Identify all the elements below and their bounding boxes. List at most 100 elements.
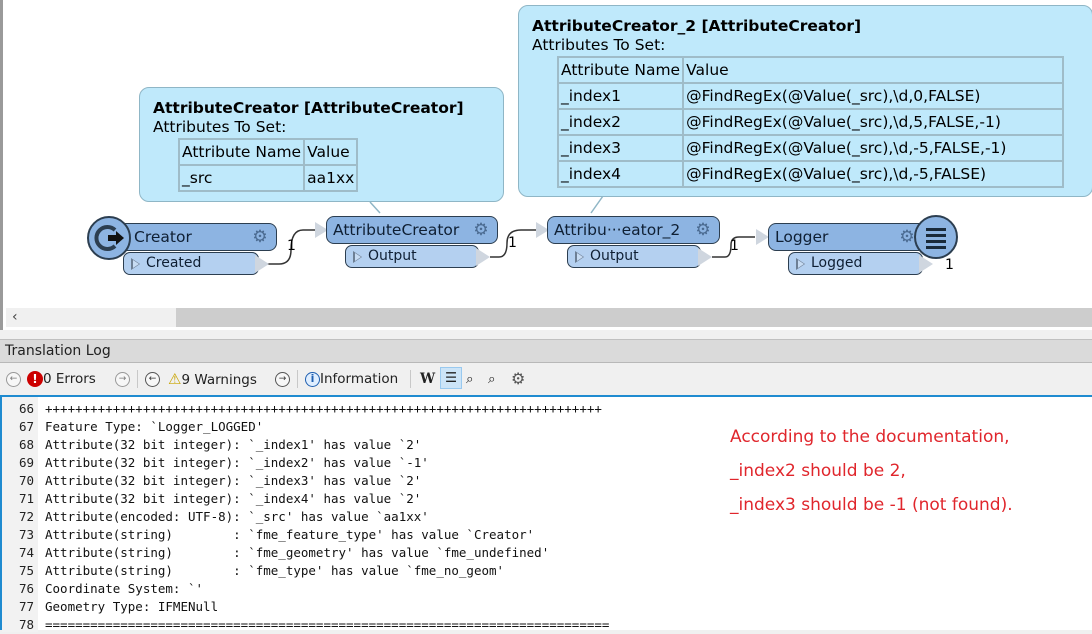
- settings-gear-icon[interactable]: ⚙: [511, 369, 526, 388]
- output-port-connector[interactable]: [476, 248, 490, 266]
- line-number: 76: [18, 581, 34, 596]
- table-header-row: Attribute Name Value: [556, 56, 1065, 84]
- log-line-text: Attribute(32 bit integer): `_index3' has…: [45, 473, 422, 488]
- output-port-connector[interactable]: [255, 255, 269, 273]
- annotation-line: _index3 should be -1 (not found).: [730, 495, 1013, 515]
- scrollbar-thumb[interactable]: [176, 308, 1092, 327]
- logger-list-icon: [914, 215, 958, 259]
- warning-icon: ⚠: [168, 370, 182, 388]
- arrow-right-icon: →: [115, 371, 130, 387]
- next-error-button[interactable]: →: [115, 369, 130, 389]
- log-line-text: Feature Type: `Logger_LOGGED': [45, 419, 264, 434]
- toolbar-divider: [410, 370, 411, 388]
- output-port-created[interactable]: Created: [123, 252, 259, 275]
- tooltip-attributecreator: AttributeCreator [AttributeCreator] Attr…: [139, 87, 504, 202]
- port-label: Created: [146, 255, 202, 271]
- transformer-label: Creator: [134, 228, 192, 246]
- find-icon[interactable]: ⌕: [466, 371, 474, 387]
- log-line: 78 ======================================…: [2, 616, 702, 634]
- tooltip-attributecreator-2: AttributeCreator_2 [AttributeCreator] At…: [518, 5, 1092, 197]
- tooltip-title: AttributeCreator [AttributeCreator]: [153, 99, 464, 117]
- error-icon: !: [27, 371, 43, 387]
- toolbar-divider: [137, 370, 138, 388]
- line-number: 72: [18, 509, 34, 524]
- warnings-filter-button[interactable]: ⚠9 Warnings: [168, 369, 257, 389]
- annotation-line: According to the documentation,: [730, 427, 1010, 447]
- log-line-text: ++++++++++++++++++++++++++++++++++++++++…: [45, 401, 602, 416]
- gear-icon[interactable]: ⚙: [252, 227, 268, 247]
- connection-attributecreator-to-attributecreator2: [490, 229, 536, 258]
- output-port-output[interactable]: Output: [345, 245, 479, 268]
- attribute-value-cell: @FindRegEx(@Value(_src),\d,5,FALSE,-1): [682, 108, 1065, 136]
- expand-triangle-icon[interactable]: [575, 251, 584, 263]
- line-number: 77: [18, 599, 34, 614]
- connection-creator-to-attributecreator: [267, 229, 315, 265]
- info-icon: i: [305, 371, 320, 387]
- expand-triangle-icon[interactable]: [353, 251, 362, 263]
- input-port-connector[interactable]: [756, 229, 769, 245]
- line-number: 70: [18, 473, 34, 488]
- transformer-creator[interactable]: Creator ⚙: [109, 223, 277, 251]
- table-row: _src aa1xx: [177, 164, 359, 192]
- feature-count: 1: [508, 235, 517, 251]
- warnings-label: 9 Warnings: [181, 372, 257, 388]
- find-next-icon[interactable]: ⌕: [488, 371, 496, 387]
- port-label: Logged: [811, 255, 863, 271]
- output-port-logged[interactable]: Logged: [788, 252, 923, 275]
- connection-attributecreator2-to-logger: [712, 236, 755, 258]
- previous-warning-button[interactable]: ←: [145, 369, 160, 389]
- line-number-gutter: [2, 397, 38, 632]
- errors-label: 0 Errors: [43, 371, 96, 387]
- output-port-connector[interactable]: [698, 248, 712, 266]
- attributes-table: Attribute Name Value _index1 @FindRegEx(…: [556, 56, 1065, 188]
- column-header-attribute-name: Attribute Name: [177, 138, 306, 166]
- attribute-name-cell: _index4: [556, 160, 685, 188]
- word-wrap-icon[interactable]: W: [420, 371, 436, 387]
- log-text-view[interactable]: 66++++++++++++++++++++++++++++++++++++++…: [0, 395, 1092, 632]
- log-line-text: ========================================…: [45, 617, 610, 632]
- attribute-name-cell: _index3: [556, 134, 685, 162]
- table-row: _index2 @FindRegEx(@Value(_src),\d,5,FAL…: [556, 108, 1065, 136]
- log-line-text: Attribute(string) : `fme_type' has value…: [45, 563, 505, 578]
- workspace-canvas[interactable]: AttributeCreator [AttributeCreator] Attr…: [0, 0, 1092, 330]
- log-line-text: Attribute(32 bit integer): `_index4' has…: [45, 491, 422, 506]
- attributes-table: Attribute Name Value _src aa1xx: [177, 138, 359, 192]
- log-line: 70 Attribute(32 bit integer): `_index3' h…: [2, 472, 702, 490]
- output-port-connector[interactable]: [919, 255, 933, 273]
- log-line-text: Coordinate System: `': [45, 581, 204, 596]
- gear-icon[interactable]: ⚙: [473, 220, 489, 240]
- tooltip-pointer-1: [369, 201, 381, 214]
- previous-error-button[interactable]: ←: [6, 369, 21, 389]
- attribute-value-cell: @FindRegEx(@Value(_src),\d,0,FALSE): [682, 82, 1065, 110]
- transformer-label: Logger: [775, 228, 829, 246]
- gear-icon[interactable]: ⚙: [695, 220, 711, 240]
- tooltip-subtitle: Attributes To Set:: [153, 118, 287, 136]
- horizontal-scrollbar[interactable]: ‹: [6, 308, 1092, 327]
- table-header-row: Attribute Name Value: [177, 138, 359, 166]
- transformer-attributecreator-2[interactable]: Attribu···eator_2 ⚙: [547, 216, 720, 244]
- log-line: 67 Feature Type: `Logger_LOGGED': [2, 418, 702, 436]
- input-port-connector[interactable]: [536, 222, 549, 238]
- arrow-left-icon: ←: [145, 371, 160, 387]
- log-line-text: Geometry Type: IFMENull: [45, 599, 219, 614]
- expand-triangle-icon[interactable]: [131, 258, 140, 270]
- input-port-connector[interactable]: [315, 222, 328, 238]
- log-line: 77 Geometry Type: IFMENull: [2, 598, 702, 616]
- port-label: Output: [368, 248, 417, 264]
- line-number: 78: [18, 617, 34, 632]
- scroll-left-icon[interactable]: ‹: [12, 309, 18, 325]
- tooltip-title: AttributeCreator_2 [AttributeCreator]: [532, 17, 862, 35]
- expand-triangle-icon[interactable]: [796, 258, 805, 270]
- next-warning-button[interactable]: →: [275, 369, 290, 389]
- attribute-name-cell: _src: [177, 164, 306, 192]
- transformer-attributecreator[interactable]: AttributeCreator ⚙: [326, 216, 498, 244]
- gear-icon[interactable]: ⚙: [899, 227, 915, 247]
- line-number: 67: [18, 419, 34, 434]
- errors-filter-button[interactable]: !0 Errors: [27, 369, 96, 389]
- line-numbers-icon[interactable]: ☰: [440, 367, 462, 389]
- output-port-output[interactable]: Output: [567, 245, 701, 268]
